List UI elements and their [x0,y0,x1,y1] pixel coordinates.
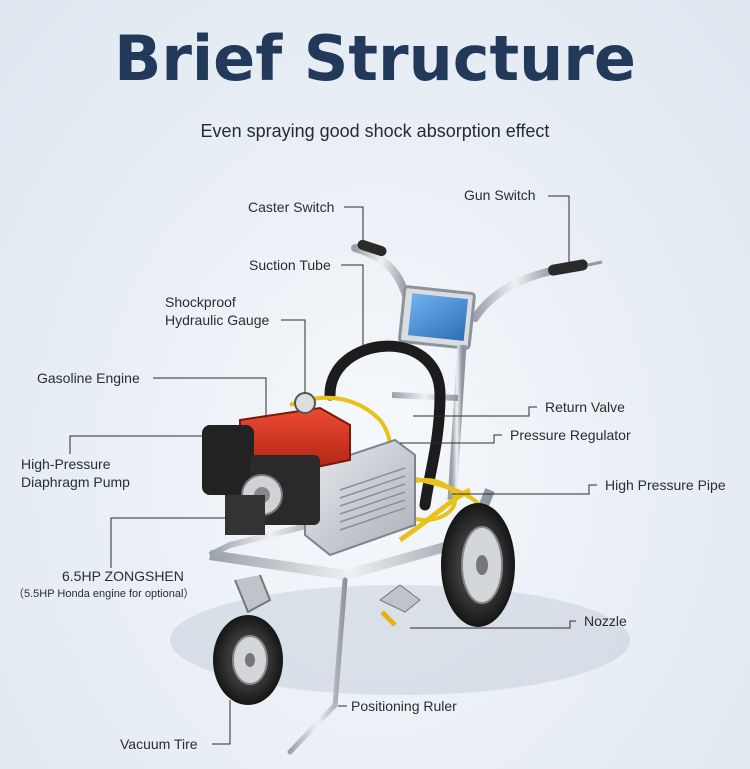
label-engine-model: 6.5HP ZONGSHEN [62,568,184,584]
label-vacuum-tire: Vacuum Tire [120,736,198,752]
label-gasoline-engine: Gasoline Engine [37,370,140,386]
label-caster-switch: Caster Switch [248,199,335,215]
page-subtitle: Even spraying good shock absorption effe… [200,121,550,141]
label-high-pressure-pipe: High Pressure Pipe [605,477,726,493]
label-pressure-regulator: Pressure Regulator [510,427,631,443]
label-gun-switch: Gun Switch [464,187,536,203]
engine-optional-text: （5.5HP Honda engine for optional） [13,588,195,600]
label-hydraulic-gauge-line2: Hydraulic Gauge [165,312,270,328]
page-title: Brief Structure [114,22,636,95]
label-return-valve: Return Valve [545,399,625,415]
label-nozzle: Nozzle [584,613,627,629]
label-pump-line2: Diaphragm Pump [21,474,130,490]
label-positioning-ruler: Positioning Ruler [351,698,457,714]
label-suction-tube: Suction Tube [249,257,331,273]
label-pump-line1: High-Pressure [21,456,111,472]
label-engine-optional: （5.5HP Honda engine for optional） [13,583,194,604]
label-hydraulic-gauge-line1: Shockproof [165,294,236,310]
